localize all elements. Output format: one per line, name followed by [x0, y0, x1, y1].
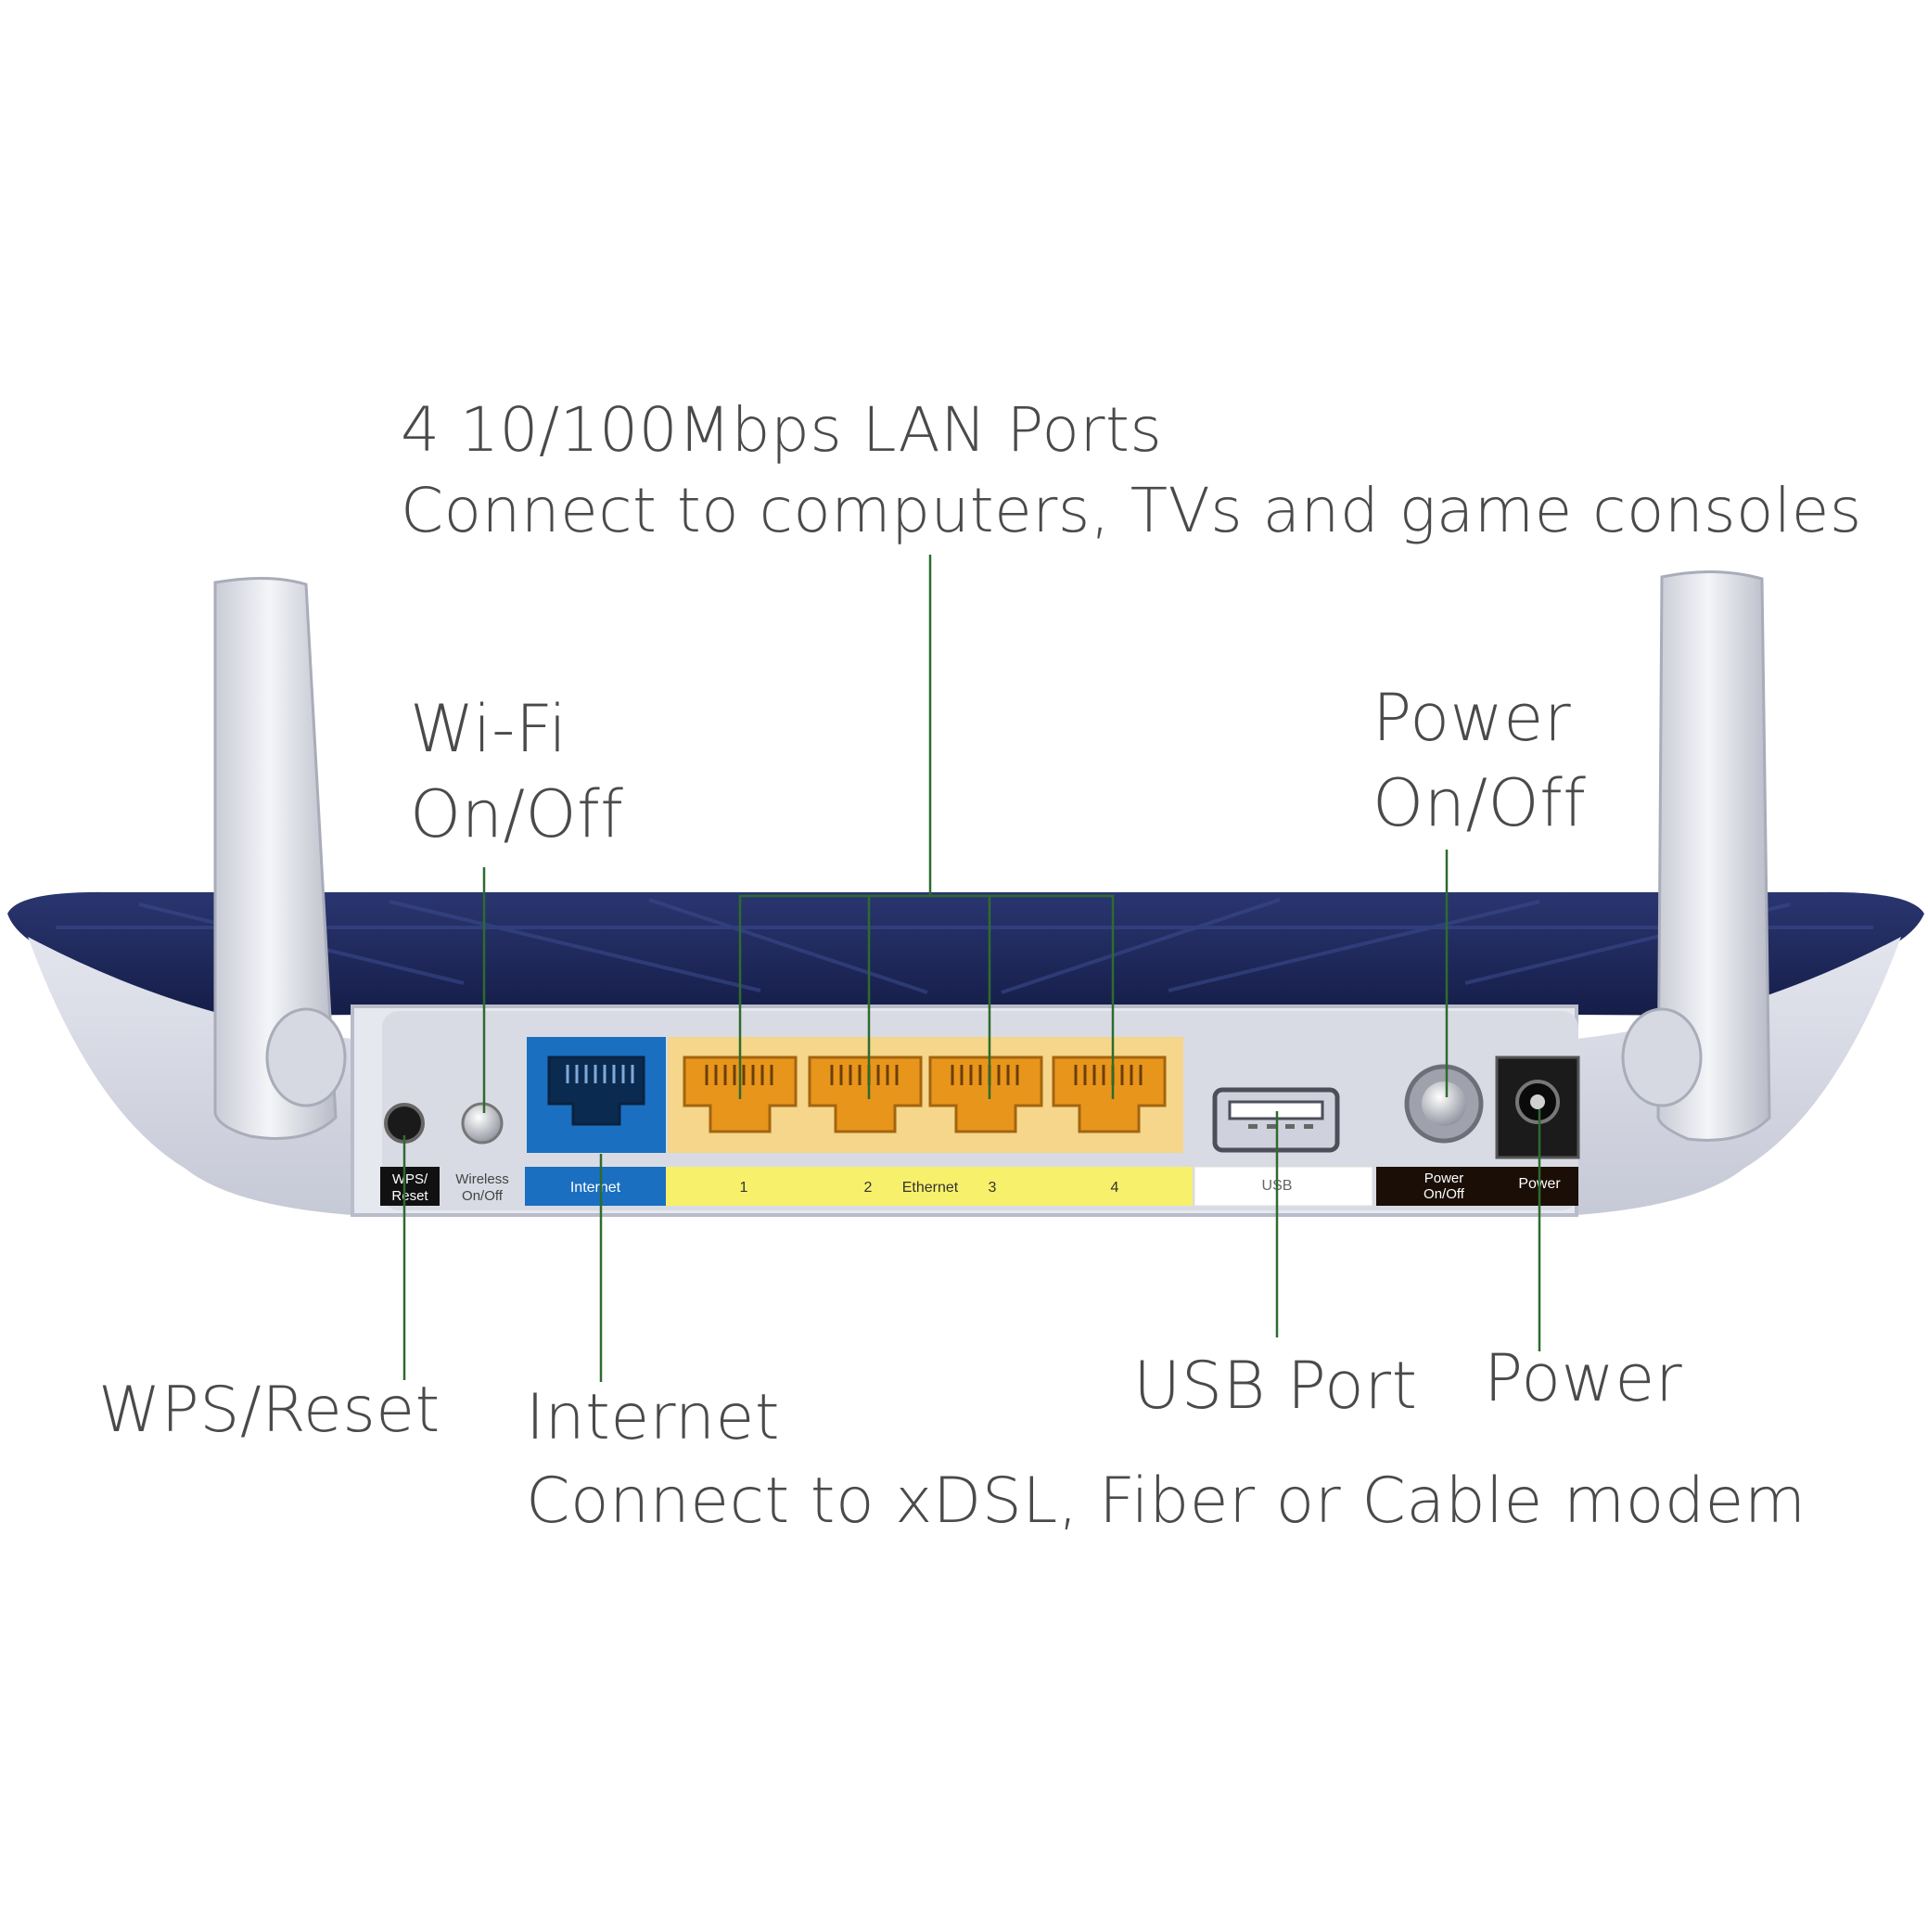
wps-reset-callout: WPS/Reset — [98, 1369, 441, 1452]
power-switch-label-line2: On/Off — [1424, 1186, 1465, 1202]
wps-label-bg — [380, 1167, 440, 1206]
leader-lines — [402, 555, 1541, 1382]
lan-port-1-pins — [705, 1065, 773, 1085]
internet-port-pins — [566, 1065, 634, 1083]
ethernet-label-bg — [666, 1167, 1193, 1206]
wifi-onoff-callout-line2: On/Off — [410, 776, 624, 853]
wireless-label-bg — [441, 1167, 523, 1206]
lan-ports-callout-title: 4 10/100Mbps LAN Ports — [401, 394, 1163, 466]
left-antenna — [213, 577, 338, 1140]
power-onoff-button-inner — [1422, 1081, 1466, 1126]
lan-ports — [683, 1056, 1167, 1133]
power-callout: Power — [1484, 1336, 1682, 1421]
lan-ports-callout-subtitle: Connect to computers, TVs and game conso… — [401, 475, 1862, 547]
power-onoff-callout-line2: On/Off — [1373, 765, 1587, 842]
port-number-1: 1 — [740, 1180, 748, 1196]
lan-port-2[interactable] — [808, 1056, 923, 1133]
right-antenna-hinge — [1621, 1007, 1703, 1107]
port-number-2: 2 — [864, 1180, 873, 1196]
power-callout-title: Power — [1484, 1340, 1683, 1416]
lan-bracket — [738, 894, 1115, 1099]
port-number-3: 3 — [989, 1180, 997, 1196]
internet-callout: Internet Connect to xDSL, Fiber or Cable… — [526, 1376, 1807, 1543]
wireless-onoff-button[interactable] — [461, 1102, 504, 1145]
port-number-4: 4 — [1111, 1180, 1119, 1196]
wifi-onoff-callout-line1: Wi-Fi — [410, 691, 568, 767]
usb-label-bg — [1194, 1166, 1373, 1207]
wireless-label-line2: On/Off — [462, 1188, 504, 1204]
internet-callout-subtitle: Connect to xDSL, Fiber or Cable modem — [526, 1464, 1807, 1538]
panel-label-strip: WPS/ Reset Wireless On/Off Internet Ethe… — [380, 1166, 1578, 1207]
power-onoff-callout-line1: Power — [1373, 680, 1572, 756]
internet-callout-title: Internet — [526, 1381, 781, 1454]
wireless-label-line1: Wireless — [455, 1171, 509, 1187]
usb-port-callout-title: USB Port — [1133, 1348, 1418, 1424]
internet-label: Internet — [570, 1180, 621, 1196]
wifi-onoff-callout: Wi-Fi On/Off — [410, 686, 623, 858]
lan-ports-callout: 4 10/100Mbps LAN Ports Connect to comput… — [401, 390, 1862, 551]
wps-label-line1: WPS/ — [392, 1171, 428, 1187]
port-numbers: 1 2 3 4 — [740, 1180, 1119, 1196]
power-onoff-callout: Power On/Off — [1373, 675, 1586, 847]
ethernet-label: Ethernet — [902, 1180, 959, 1196]
wps-reset-callout-title: WPS/Reset — [98, 1374, 441, 1447]
power-switch-label-line1: Power — [1424, 1171, 1464, 1186]
usb-contacts — [1248, 1124, 1313, 1129]
usb-port-callout: USB Port — [1133, 1343, 1418, 1428]
power-jack-pin — [1530, 1094, 1545, 1109]
internet-port[interactable] — [547, 1056, 645, 1126]
wps-label-line2: Reset — [391, 1188, 428, 1204]
left-antenna-hinge — [265, 1007, 347, 1107]
power-switch-label-bg — [1376, 1167, 1578, 1206]
internet-label-bg — [525, 1167, 666, 1206]
right-antenna — [1656, 569, 1771, 1142]
lan-port-4[interactable] — [1052, 1056, 1167, 1133]
lan-port-3[interactable] — [928, 1056, 1043, 1133]
